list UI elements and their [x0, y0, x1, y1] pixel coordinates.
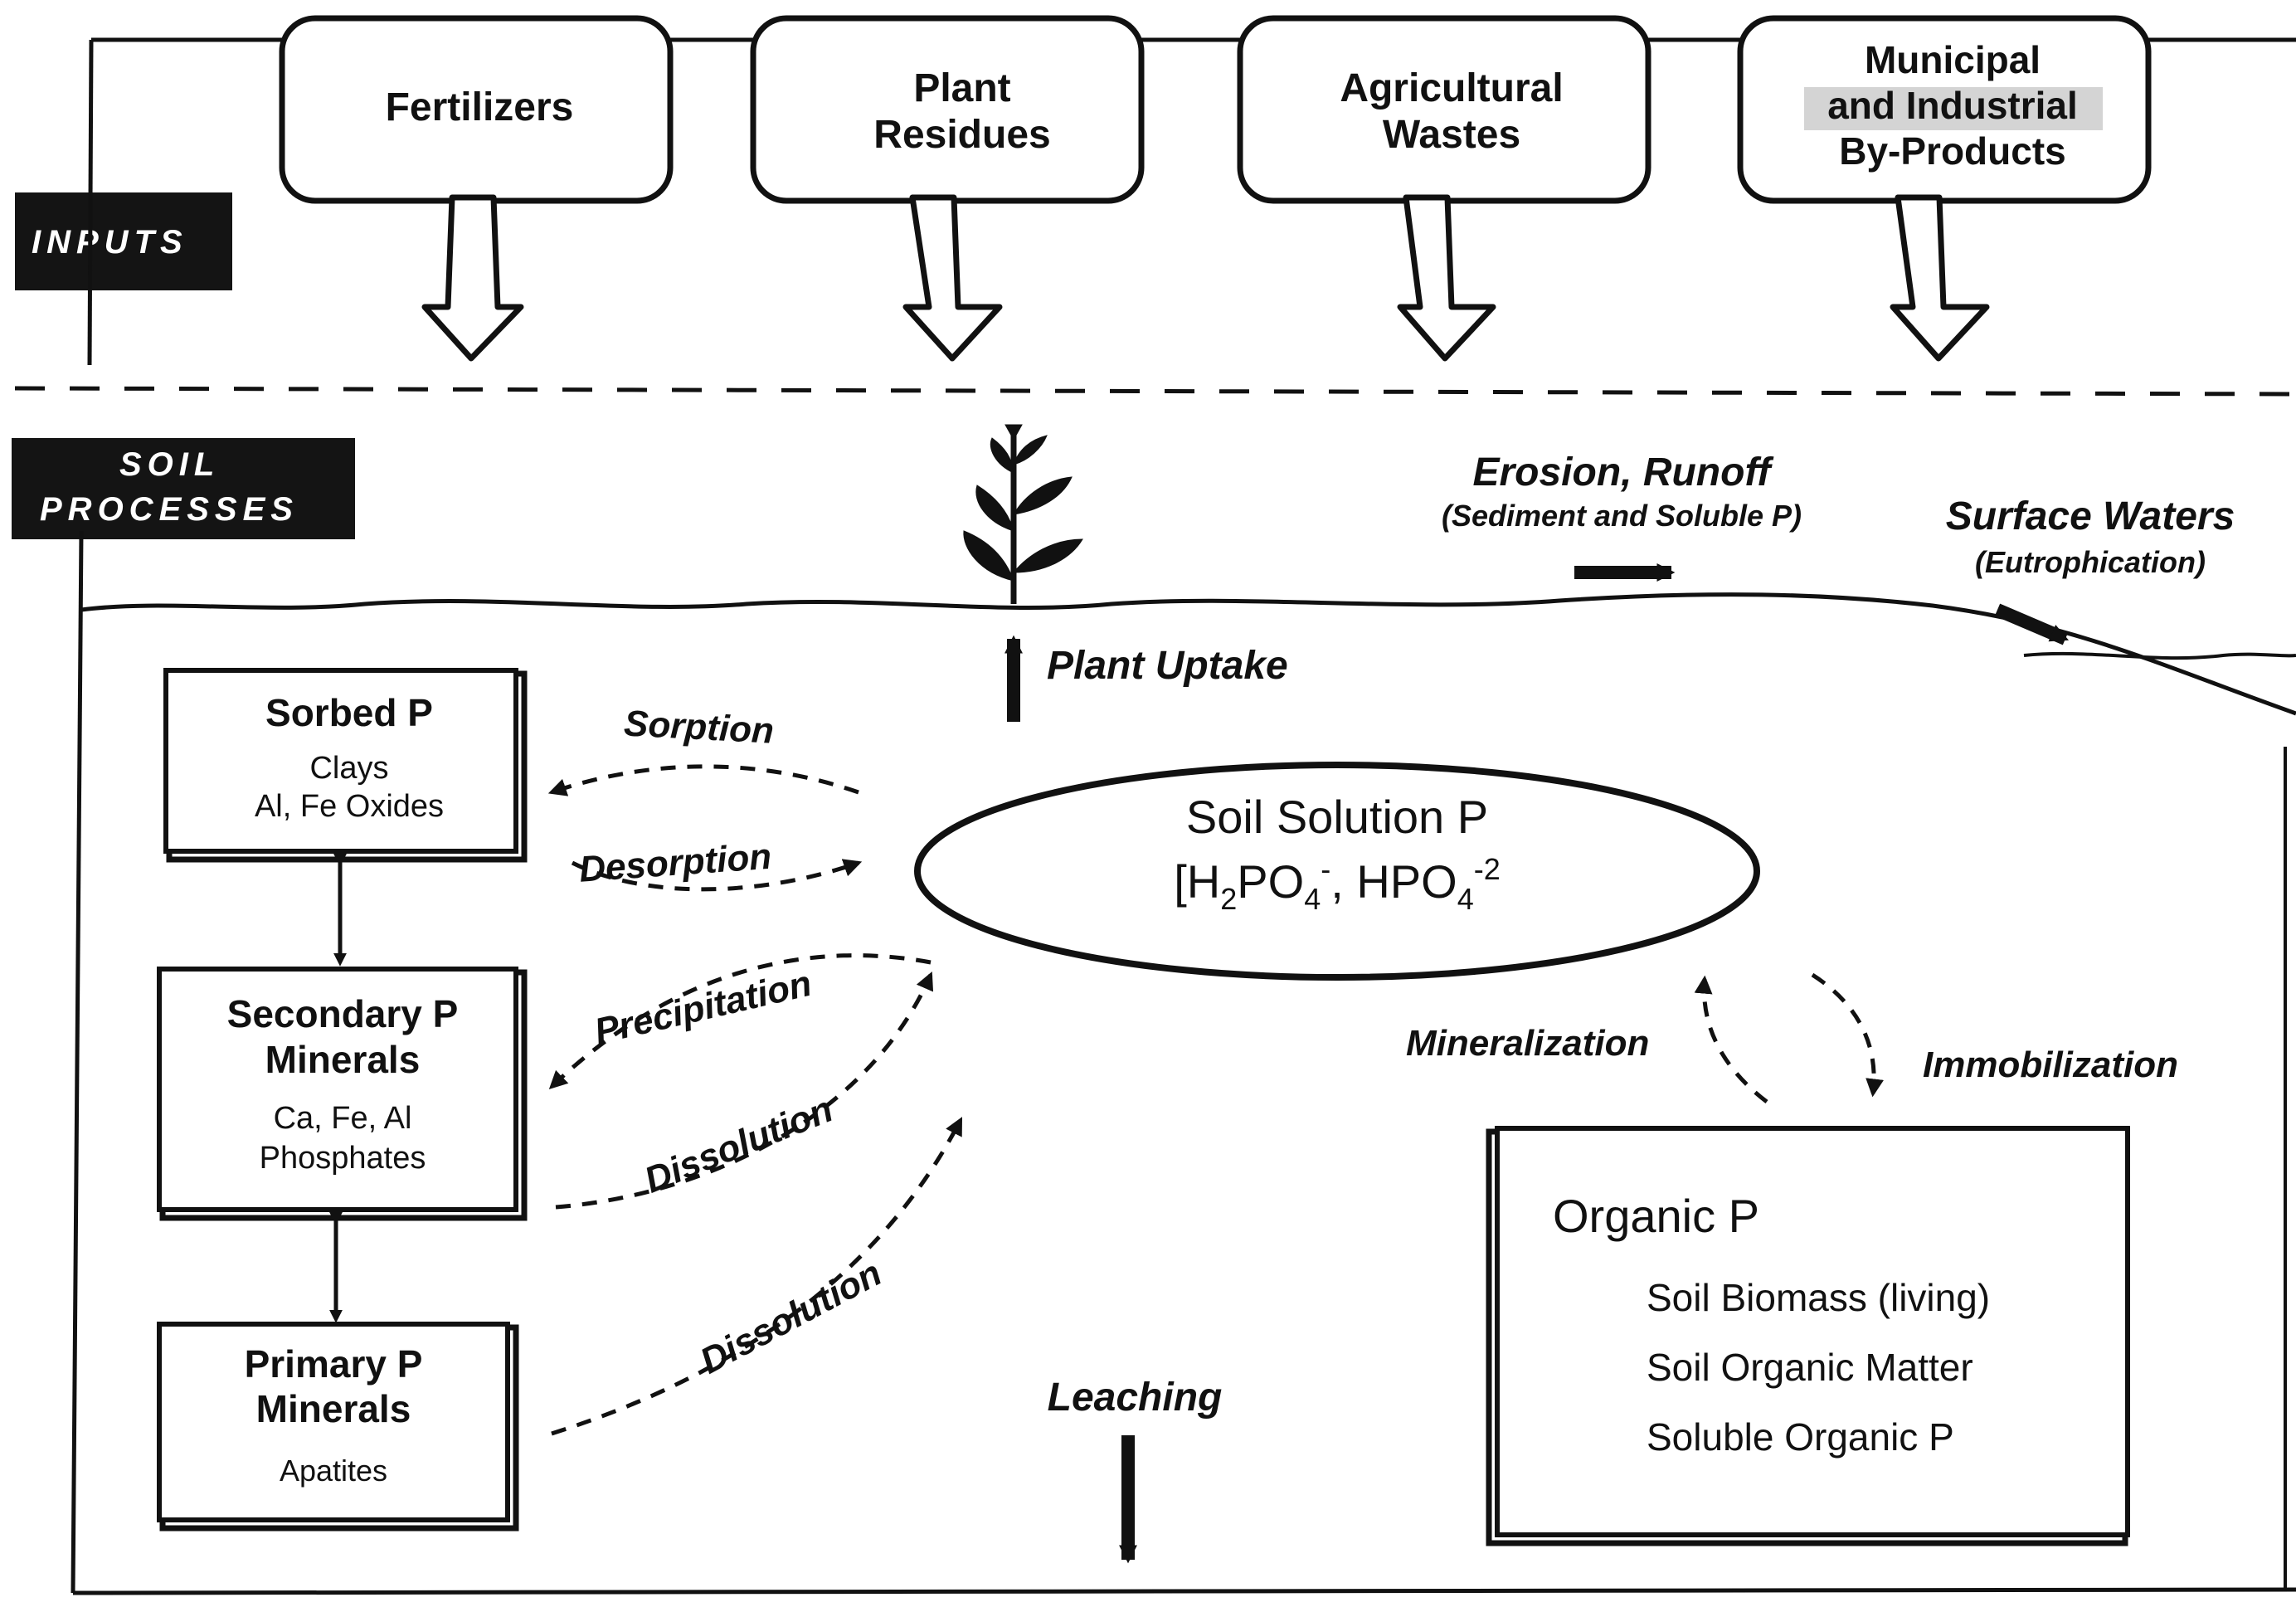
soil-solution-title: Soil Solution P: [1186, 791, 1488, 843]
primary-p-title2: Minerals: [256, 1387, 411, 1430]
inputs-label-text: INPUTS: [32, 224, 188, 261]
mineralization-label: Mineralization: [1406, 1023, 1649, 1064]
dissolution-label-2: Dissolution: [693, 1253, 888, 1382]
organic-p-line2: Soil Organic Matter: [1647, 1346, 1973, 1389]
frame-left-lower: [71, 530, 84, 1594]
sorbed-p-box: Sorbed P Clays Al, Fe Oxides: [163, 668, 528, 863]
input-agricultural-wastes: Agricultural Wastes: [1237, 15, 1651, 204]
mineralization-arrow: [1694, 975, 1768, 1103]
secondary-p-title2: Minerals: [265, 1038, 421, 1081]
inputs-label: INPUTS: [15, 192, 232, 290]
sorption-label: Sorption: [623, 703, 775, 751]
sorbed-p-title: Sorbed P: [265, 691, 433, 734]
formula-sup-minus: -: [1321, 852, 1330, 886]
input-municipal-line3: By-Products: [1839, 129, 2065, 173]
input-fertilizers: Fertilizers: [279, 15, 674, 204]
plant-residues-down-arrow: [902, 194, 1003, 362]
sorption-arrow: [547, 764, 859, 796]
sorbed-p-line2: Al, Fe Oxides: [255, 789, 444, 824]
primary-p-line1: Apatites: [280, 1454, 387, 1488]
formula-sub-4: 4: [1304, 882, 1321, 916]
primary-p-minerals-box: Primary P Minerals Apatites: [157, 1322, 519, 1532]
soil-label-text: SOIL: [119, 446, 221, 483]
surface-water-line: [2023, 651, 2296, 660]
input-municipal-line2: and Industrial: [1827, 84, 2078, 127]
surface-waters-arrow: [1994, 603, 2070, 645]
secondary-p-line2: Phosphates: [260, 1141, 426, 1176]
inputs-soil-separator: [14, 386, 2296, 397]
frame-left-upper: [87, 39, 94, 366]
input-agricultural-wastes-line2: Wastes: [1383, 113, 1520, 157]
desorption-label: Desorption: [578, 836, 773, 890]
formula-hpo: , HPO: [1330, 855, 1457, 908]
input-plant-residues-line1: Plant: [913, 66, 1010, 110]
immobilization-arrow: [1811, 972, 1885, 1098]
municipal-down-arrow: [1890, 194, 1990, 362]
input-plant-residues-line2: Residues: [873, 113, 1050, 157]
surface-waters-label: Surface Waters: [1946, 494, 2235, 538]
fertilizers-down-arrow: [421, 194, 524, 362]
soil-solution-formula: [H2PO4-, HPO4-2: [1174, 852, 1501, 916]
organic-p-line3: Soluble Organic P: [1647, 1415, 1954, 1459]
input-municipal-byproducts: Municipal and Industrial By-Products: [1737, 15, 2152, 204]
agricultural-wastes-down-arrow: [1397, 194, 1496, 362]
secondary-p-title1: Secondary P: [227, 992, 459, 1035]
soil-processes-label: SOIL PROCESSES: [12, 438, 355, 539]
secondary-p-line1: Ca, Fe, Al: [274, 1101, 412, 1136]
processes-label-text: PROCESSES: [40, 491, 299, 528]
erosion-runoff-label: Erosion, Runoff: [1472, 450, 1773, 494]
formula-sup-minus-2: -2: [1474, 852, 1501, 886]
input-fertilizers-line1: Fertilizers: [386, 85, 574, 129]
dissolution-label-1: Dissolution: [639, 1088, 838, 1200]
input-plant-residues: Plant Residues: [750, 15, 1145, 204]
frame-bottom: [72, 1587, 2296, 1595]
dissolution-primary-arrow: [551, 1117, 963, 1436]
plant-icon: [963, 424, 1083, 604]
organic-p-line1: Soil Biomass (living): [1647, 1276, 1990, 1319]
soil-surface-line: [80, 592, 2296, 716]
secondary-p-minerals-box: Secondary P Minerals Ca, Fe, Al Phosphat…: [157, 967, 528, 1221]
input-municipal-line1: Municipal: [1865, 38, 2041, 81]
plant-uptake-label: Plant Uptake: [1047, 644, 1288, 688]
formula-sub-4b: 4: [1457, 882, 1474, 916]
input-agricultural-wastes-line1: Agricultural: [1340, 66, 1563, 110]
leaching-label: Leaching: [1048, 1376, 1223, 1420]
desorption-arrow: [571, 859, 863, 892]
sorbed-p-line1: Clays: [309, 751, 388, 786]
formula-open: [H: [1174, 855, 1220, 908]
precipitation-label: Precipitation: [591, 963, 815, 1053]
immobilization-label: Immobilization: [1923, 1045, 2178, 1085]
formula-sub-2: 2: [1220, 882, 1237, 916]
organic-p-title: Organic P: [1553, 1190, 1759, 1242]
formula-po: PO: [1237, 855, 1304, 908]
surface-waters-sublabel: (Eutrophication): [1975, 545, 2206, 579]
primary-p-title1: Primary P: [245, 1342, 423, 1386]
dissolution-secondary-arrow: [555, 971, 934, 1210]
soil-solution-p: Soil Solution P [H2PO4-, HPO4-2: [914, 762, 1760, 981]
organic-p-box: Organic P Soil Biomass (living) Soil Org…: [1486, 1126, 2130, 1546]
precipitation-arrow: [548, 953, 932, 1090]
erosion-runoff-sublabel: (Sediment and Soluble P): [1442, 499, 1802, 533]
